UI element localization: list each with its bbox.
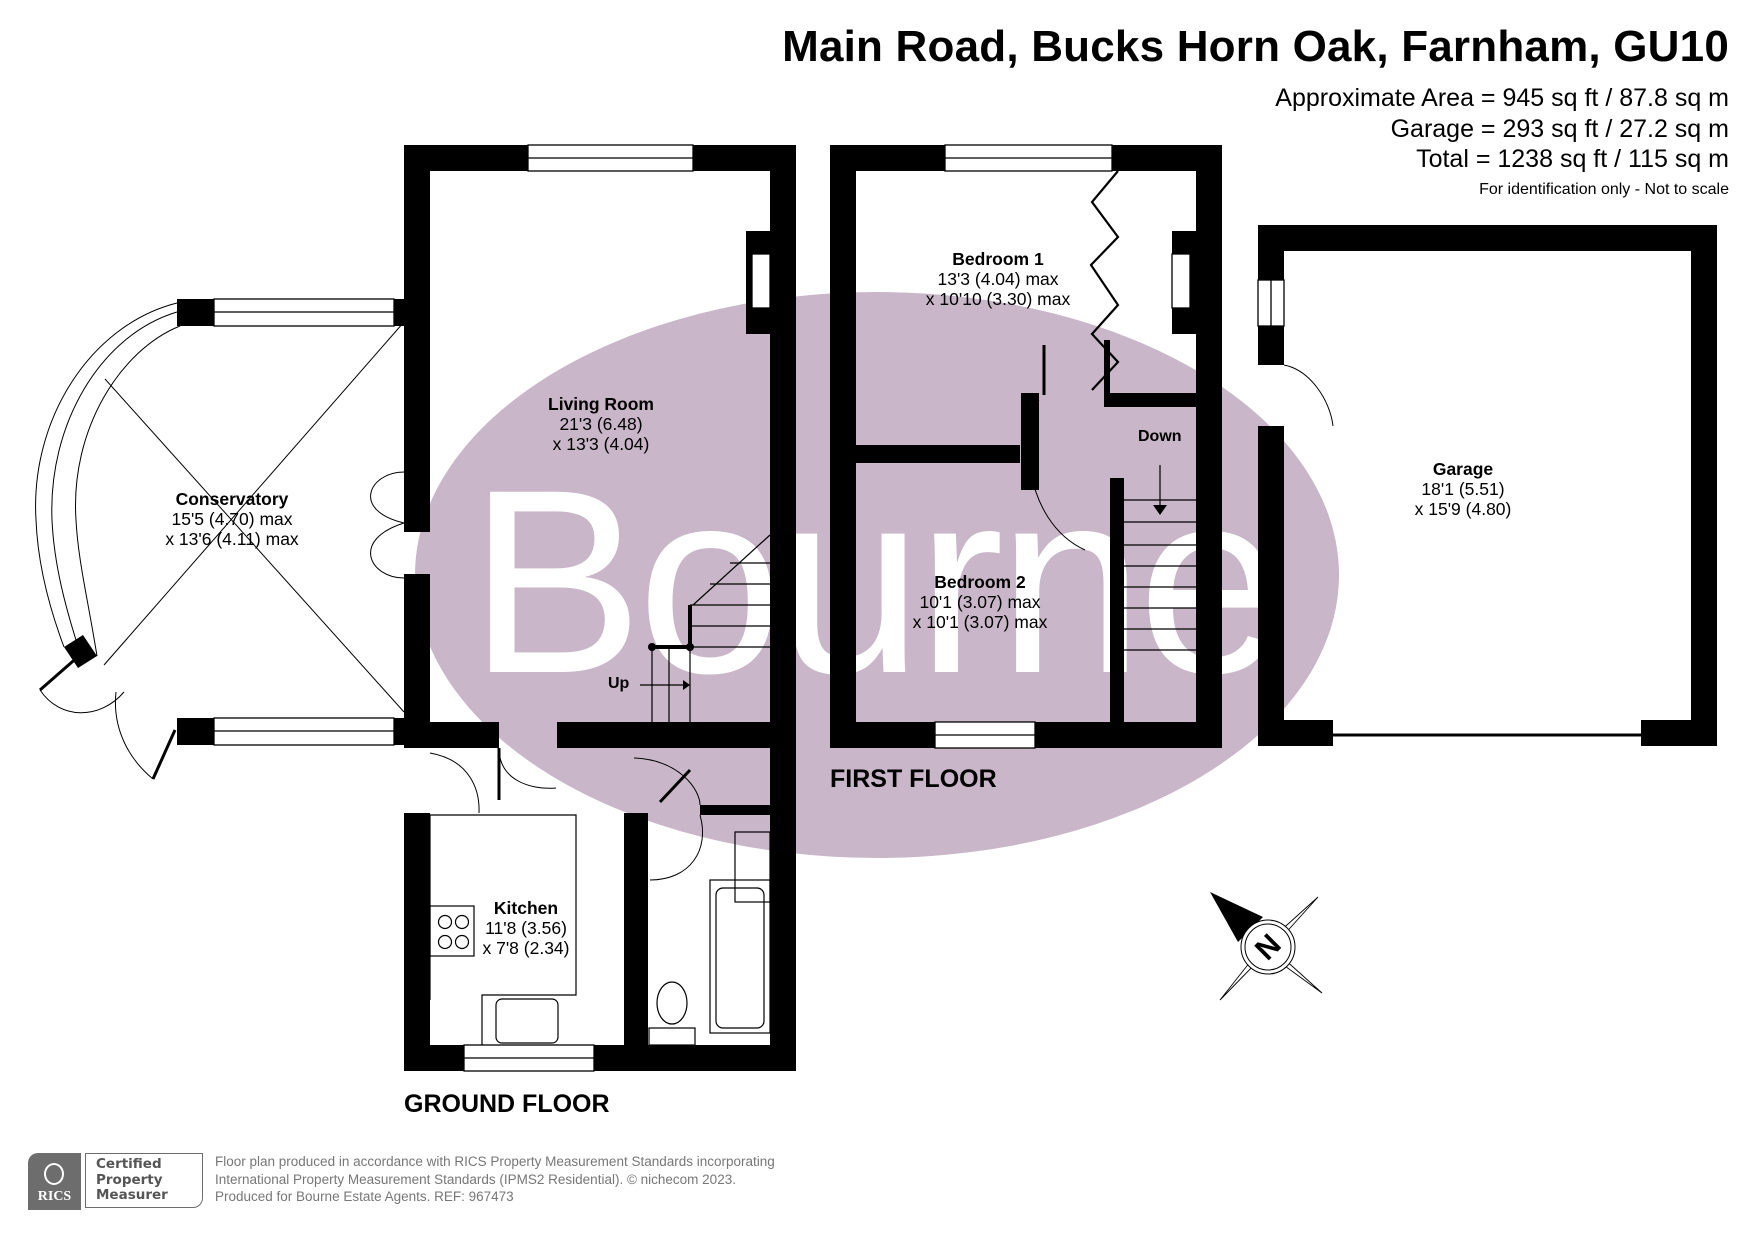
room-name: Garage <box>1432 459 1494 479</box>
certified-property-measurer: Certified Property Measurer <box>85 1153 203 1208</box>
room-name: Living Room <box>548 394 654 414</box>
footer-notes: Floor plan produced in accordance with R… <box>215 1153 775 1206</box>
room-dimension: x 13'3 (4.04) <box>552 434 650 454</box>
room-dimension: 15'5 (4.70) max <box>171 509 293 529</box>
room-dimension: x 7'8 (2.34) <box>482 938 570 958</box>
stairs-down-label: Down <box>1138 428 1182 445</box>
room-dimension: x 10'10 (3.30) max <box>925 289 1071 309</box>
property-address-title: Main Road, Bucks Horn Oak, Farnham, GU10 <box>782 22 1729 71</box>
watermark-text: Bourne <box>469 435 1278 728</box>
room-dimension: 21'3 (6.48) <box>559 414 643 434</box>
room-label-bedroom-1: Bedroom 1 13'3 (4.04) max x 10'10 (3.30)… <box>926 249 1070 309</box>
badge-line: Measurer <box>96 1187 168 1203</box>
room-label-conservatory: Conservatory 15'5 (4.70) max x 13'6 (4.1… <box>165 489 298 549</box>
ground-floor-label: GROUND FLOOR <box>404 1090 610 1118</box>
room-dimension: x 15'9 (4.80) <box>1414 499 1512 519</box>
total-area: Total = 1238 sq ft / 115 sq m <box>1416 145 1729 173</box>
north-arrow-compass-icon: N <box>1210 892 1323 1001</box>
room-name: Conservatory <box>175 489 289 509</box>
room-dimension: x 10'1 (3.07) max <box>912 612 1048 632</box>
rics-lion-icon <box>44 1163 64 1185</box>
room-dimension: 10'1 (3.07) max <box>919 592 1041 612</box>
footer-line: Produced for Bourne Estate Agents. REF: … <box>215 1189 514 1204</box>
watermark-ellipse <box>415 292 1339 858</box>
approximate-area: Approximate Area = 945 sq ft / 87.8 sq m <box>1275 84 1729 112</box>
badge-line: Certified <box>96 1156 162 1172</box>
footer-line: Floor plan produced in accordance with R… <box>215 1154 775 1169</box>
scale-disclaimer: For identification only - Not to scale <box>1479 181 1729 198</box>
room-name: Kitchen <box>493 898 559 918</box>
room-label-garage: Garage 18'1 (5.51) x 15'9 (4.80) <box>1415 459 1512 519</box>
room-name: Bedroom 2 <box>934 572 1026 592</box>
room-dimension: 18'1 (5.51) <box>1421 479 1505 499</box>
rics-logo: RICS <box>28 1153 81 1210</box>
room-name: Bedroom 1 <box>952 249 1044 269</box>
footer-line: International Property Measurement Stand… <box>215 1171 736 1187</box>
room-label-living-room: Living Room 21'3 (6.48) x 13'3 (4.04) <box>548 394 654 454</box>
garage-area: Garage = 293 sq ft / 27.2 sq m <box>1390 115 1729 143</box>
stairs-up-label: Up <box>608 675 630 692</box>
room-dimension: 13'3 (4.04) max <box>937 269 1059 289</box>
room-label-bedroom-2: Bedroom 2 10'1 (3.07) max x 10'1 (3.07) … <box>913 572 1048 632</box>
first-floor-label: FIRST FLOOR <box>830 765 997 793</box>
room-dimension: 11'8 (3.56) <box>485 918 567 938</box>
badge-line: Property <box>96 1171 163 1188</box>
room-dimension: x 13'6 (4.11) max <box>165 529 299 549</box>
rics-brand: RICS <box>37 1189 72 1204</box>
rics-certified-badge: RICS Certified Property Measurer <box>28 1153 203 1210</box>
room-label-kitchen: Kitchen 11'8 (3.56) x 7'8 (2.34) <box>483 898 570 958</box>
